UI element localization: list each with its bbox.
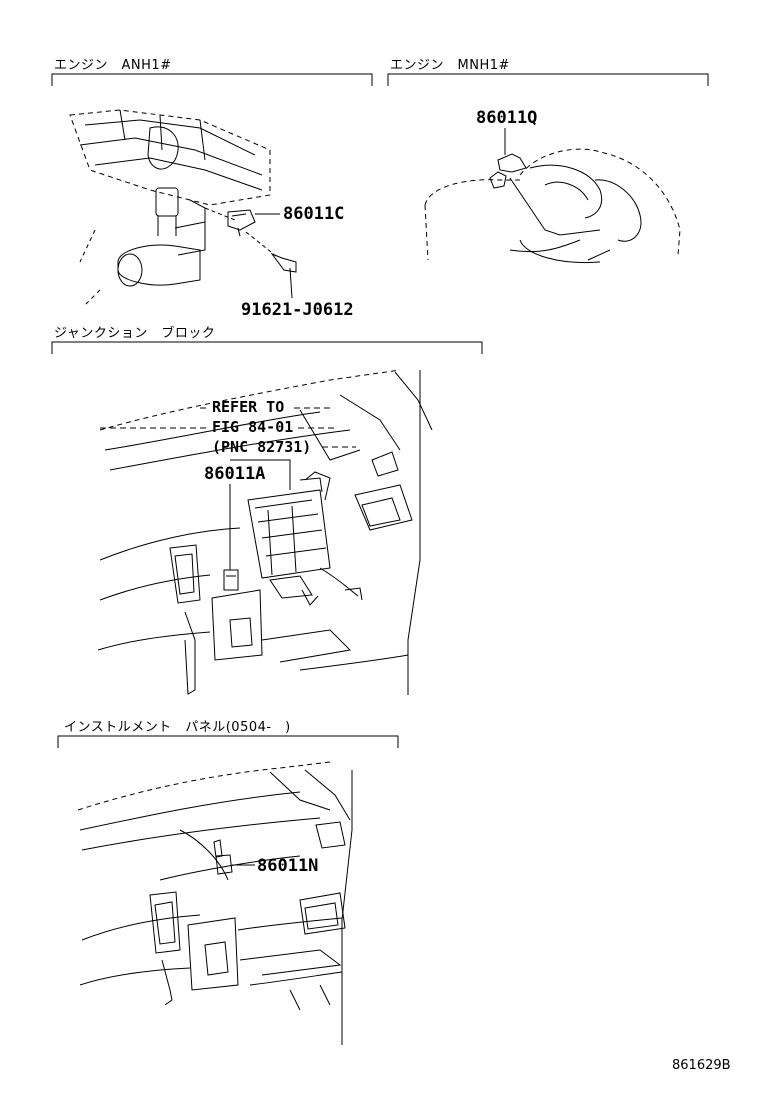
engine-mnh-illustration	[425, 128, 680, 263]
refer-note-line-3: (PNC 82731)	[212, 438, 312, 456]
part-number-86011a[interactable]: 86011A	[204, 464, 266, 484]
part-number-86011n[interactable]: 86011N	[257, 856, 319, 876]
part-number-86011q[interactable]: 86011Q	[476, 108, 538, 128]
section-title-instrument-panel: インストルメント パネル(0504- )	[64, 720, 291, 735]
part-number-86011c[interactable]: 86011C	[283, 204, 345, 224]
section-frame-instrument-panel	[58, 736, 398, 748]
engine-anh-illustration	[70, 110, 296, 305]
section-frame-engine-anh	[52, 74, 372, 86]
section-frame-engine-mnh	[388, 74, 708, 86]
section-title-engine-anh: エンジン ANH1#	[54, 58, 172, 73]
section-frame-junction-block	[52, 342, 482, 354]
instrument-panel-illustration	[78, 762, 352, 1045]
refer-note-line-1: REFER TO	[212, 398, 285, 416]
section-title-engine-mnh: エンジン MNH1#	[390, 58, 510, 73]
junction-block-illustration	[98, 370, 432, 695]
section-title-junction-block: ジャンクション ブロック	[54, 326, 216, 341]
refer-note-line-2[interactable]: FIG 84-01	[212, 418, 294, 436]
part-number-91621-j0612[interactable]: 91621-J0612	[241, 300, 354, 320]
figure-id: 861629B	[672, 1058, 731, 1073]
